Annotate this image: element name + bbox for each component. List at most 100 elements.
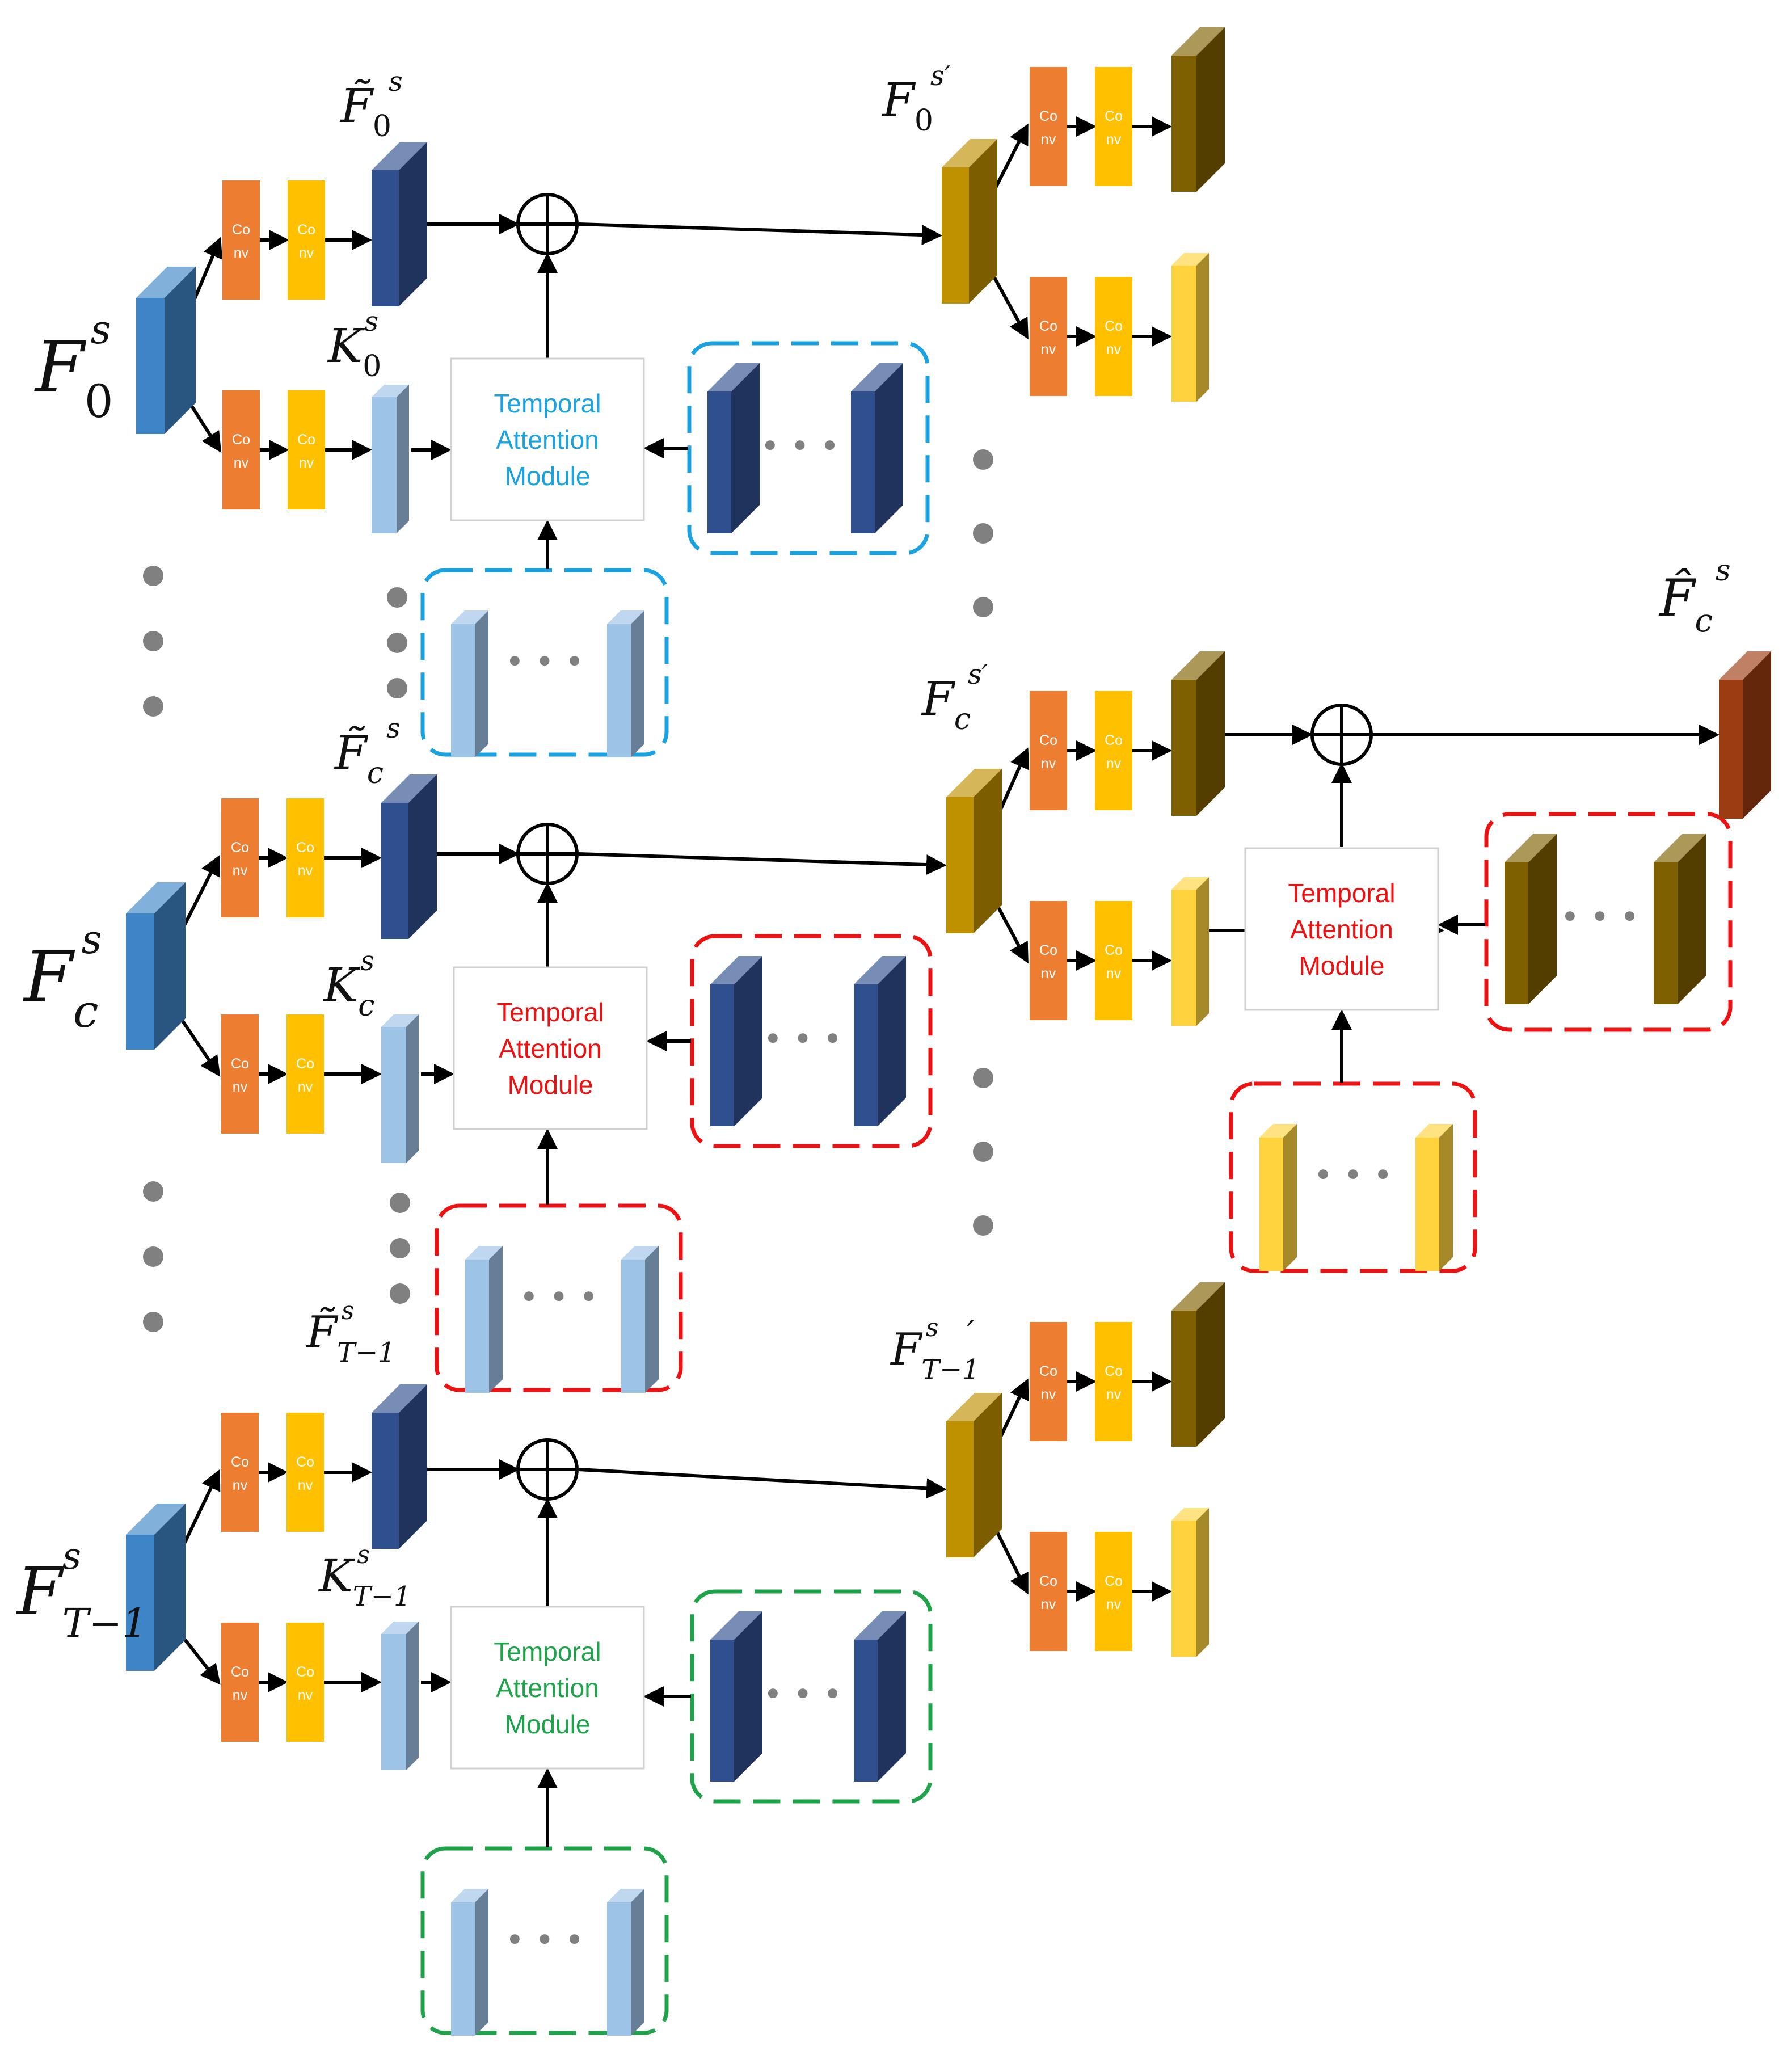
label-Fcs-prime: Fcs′ bbox=[921, 659, 988, 736]
row-t1-light-feature-group-feat-last bbox=[607, 1889, 644, 2036]
row-c-add bbox=[516, 823, 579, 885]
tam-label-line: Module bbox=[505, 461, 591, 491]
conv-label-bottom: nv bbox=[233, 1687, 248, 1703]
conv-label-bottom: nv bbox=[1106, 132, 1122, 148]
conv-label-bottom: nv bbox=[298, 1079, 313, 1095]
output-feature bbox=[1719, 651, 1771, 819]
conv-label-top: Co bbox=[296, 840, 314, 856]
row-c-olive-feature bbox=[1171, 651, 1225, 816]
row-c-light-feature-group-feat-first bbox=[465, 1246, 503, 1393]
row-t1-prime-feature bbox=[946, 1393, 1002, 1557]
conv-label-bottom: nv bbox=[1041, 1597, 1056, 1612]
row-t1-light-feature-group-box bbox=[420, 1846, 669, 2035]
conv-label-bottom: nv bbox=[299, 455, 314, 471]
label-Fcs-hat: F̂cs bbox=[1658, 554, 1731, 639]
conv-label-top: Co bbox=[1105, 108, 1123, 124]
row-c-input-feature bbox=[126, 882, 186, 1050]
row-t1-dark-feature-group-box bbox=[690, 1589, 933, 1804]
vdots-mid-upper bbox=[387, 587, 407, 698]
conv-label-bottom: nv bbox=[1041, 1387, 1056, 1403]
tam-label-line: Temporal bbox=[496, 997, 604, 1027]
row-0-light-feature-group-ellipsis: • • • bbox=[505, 642, 584, 681]
conv-label-top: Co bbox=[1039, 732, 1057, 748]
row-0-bottom-conv-1: Co nv bbox=[222, 390, 260, 509]
conv-label-bottom: nv bbox=[298, 1477, 313, 1493]
row-c-yellow-feature bbox=[1171, 877, 1209, 1026]
row-t1-dark-feature-group-ellipsis: • • • bbox=[763, 1675, 842, 1713]
label-F0s: F0s bbox=[34, 306, 113, 428]
conv-label-bottom: nv bbox=[298, 863, 313, 879]
vdots-left-upper bbox=[143, 566, 163, 717]
label-Fcs-tilde: F̃cs bbox=[334, 713, 401, 790]
conv-label-top: Co bbox=[1039, 1573, 1057, 1589]
row-0-add bbox=[516, 193, 579, 255]
row-c-add-to-prime bbox=[578, 852, 947, 875]
row-0-light-feature-group-feat-last bbox=[607, 610, 644, 757]
label-FT1s: FT−1s bbox=[16, 1535, 148, 1646]
row-t1-top-conv-2: Co nv bbox=[286, 1413, 324, 1532]
conv-label-top: Co bbox=[232, 222, 250, 238]
conv-label-top: Co bbox=[1039, 942, 1057, 958]
conv-label-bottom: nv bbox=[1106, 966, 1122, 982]
row-t1-dark-feature-group-feat-first bbox=[710, 1611, 762, 1782]
row-c-dark-feature-group-feat-last bbox=[854, 956, 906, 1126]
conv-label-top: Co bbox=[296, 1056, 314, 1072]
final-olive-feature-group-box bbox=[1484, 812, 1733, 1032]
conv-label-top: Co bbox=[1105, 942, 1123, 958]
conv-label-bottom: nv bbox=[298, 1687, 313, 1703]
conv-label-top: Co bbox=[232, 432, 250, 448]
conv-label-top: Co bbox=[1039, 108, 1057, 124]
row-c-dark-feature-group-ellipsis: • • • bbox=[763, 1020, 842, 1058]
row-0-olive-feature bbox=[1171, 27, 1225, 192]
tam-label-line: Temporal bbox=[494, 389, 601, 418]
dashed-groups-layer bbox=[420, 341, 1733, 2035]
conv-label-bottom: nv bbox=[299, 245, 314, 261]
label-K0s: K0s bbox=[327, 306, 381, 384]
row-c-dark-feature-group-feat-first bbox=[710, 956, 762, 1126]
conv-label-bottom: nv bbox=[1041, 756, 1056, 772]
final-add bbox=[1310, 704, 1373, 766]
final-yellow-feature-group-ellipsis: • • • bbox=[1313, 1156, 1393, 1194]
label-FT1s-prime: FT−1s′ bbox=[890, 1313, 980, 1385]
row-0-add-to-prime bbox=[578, 222, 942, 246]
conv-label-bottom: nv bbox=[233, 1079, 248, 1095]
row-t1-tilde-feature bbox=[372, 1384, 427, 1549]
row-0-prime-feature bbox=[942, 139, 997, 304]
conv-label-top: Co bbox=[296, 1454, 314, 1470]
row-0-k-feature bbox=[372, 385, 409, 533]
row-0-prime-bottom-conv-1: Co nv bbox=[1030, 277, 1067, 396]
vdots-left-lower bbox=[143, 1181, 163, 1332]
row-c-dark-feature-group-box bbox=[690, 934, 933, 1148]
final-olive-feature-group-feat-last bbox=[1654, 834, 1706, 1004]
conv-label-bottom: nv bbox=[1041, 342, 1056, 357]
row-t1-add-to-prime bbox=[578, 1468, 947, 1499]
conv-label-top: Co bbox=[1039, 1363, 1057, 1379]
row-0-prime-top-conv-2: Co nv bbox=[1095, 67, 1132, 186]
row-c-bottom-conv-2: Co nv bbox=[286, 1014, 324, 1134]
row-t1-prime-bottom-conv-1: Co nv bbox=[1030, 1532, 1067, 1651]
label-Fcs: Fcs bbox=[23, 916, 102, 1038]
conv-label-bottom: nv bbox=[234, 455, 249, 471]
row-c-light-feature-group-box bbox=[435, 1203, 683, 1392]
row-t1-input-feature bbox=[126, 1504, 186, 1671]
conv-label-top: Co bbox=[1039, 318, 1057, 334]
label-Kcs: Kcs bbox=[322, 945, 374, 1023]
label-F0s-prime: F0s′ bbox=[881, 60, 951, 138]
tam-label-line: Module bbox=[1299, 951, 1385, 980]
conv-label-top: Co bbox=[1105, 1573, 1123, 1589]
conv-label-bottom: nv bbox=[1106, 1387, 1122, 1403]
row-t1-prime-top-conv-1: Co nv bbox=[1030, 1322, 1067, 1441]
row-c-top-conv-2: Co nv bbox=[286, 798, 324, 917]
conv-label-bottom: nv bbox=[233, 863, 248, 879]
